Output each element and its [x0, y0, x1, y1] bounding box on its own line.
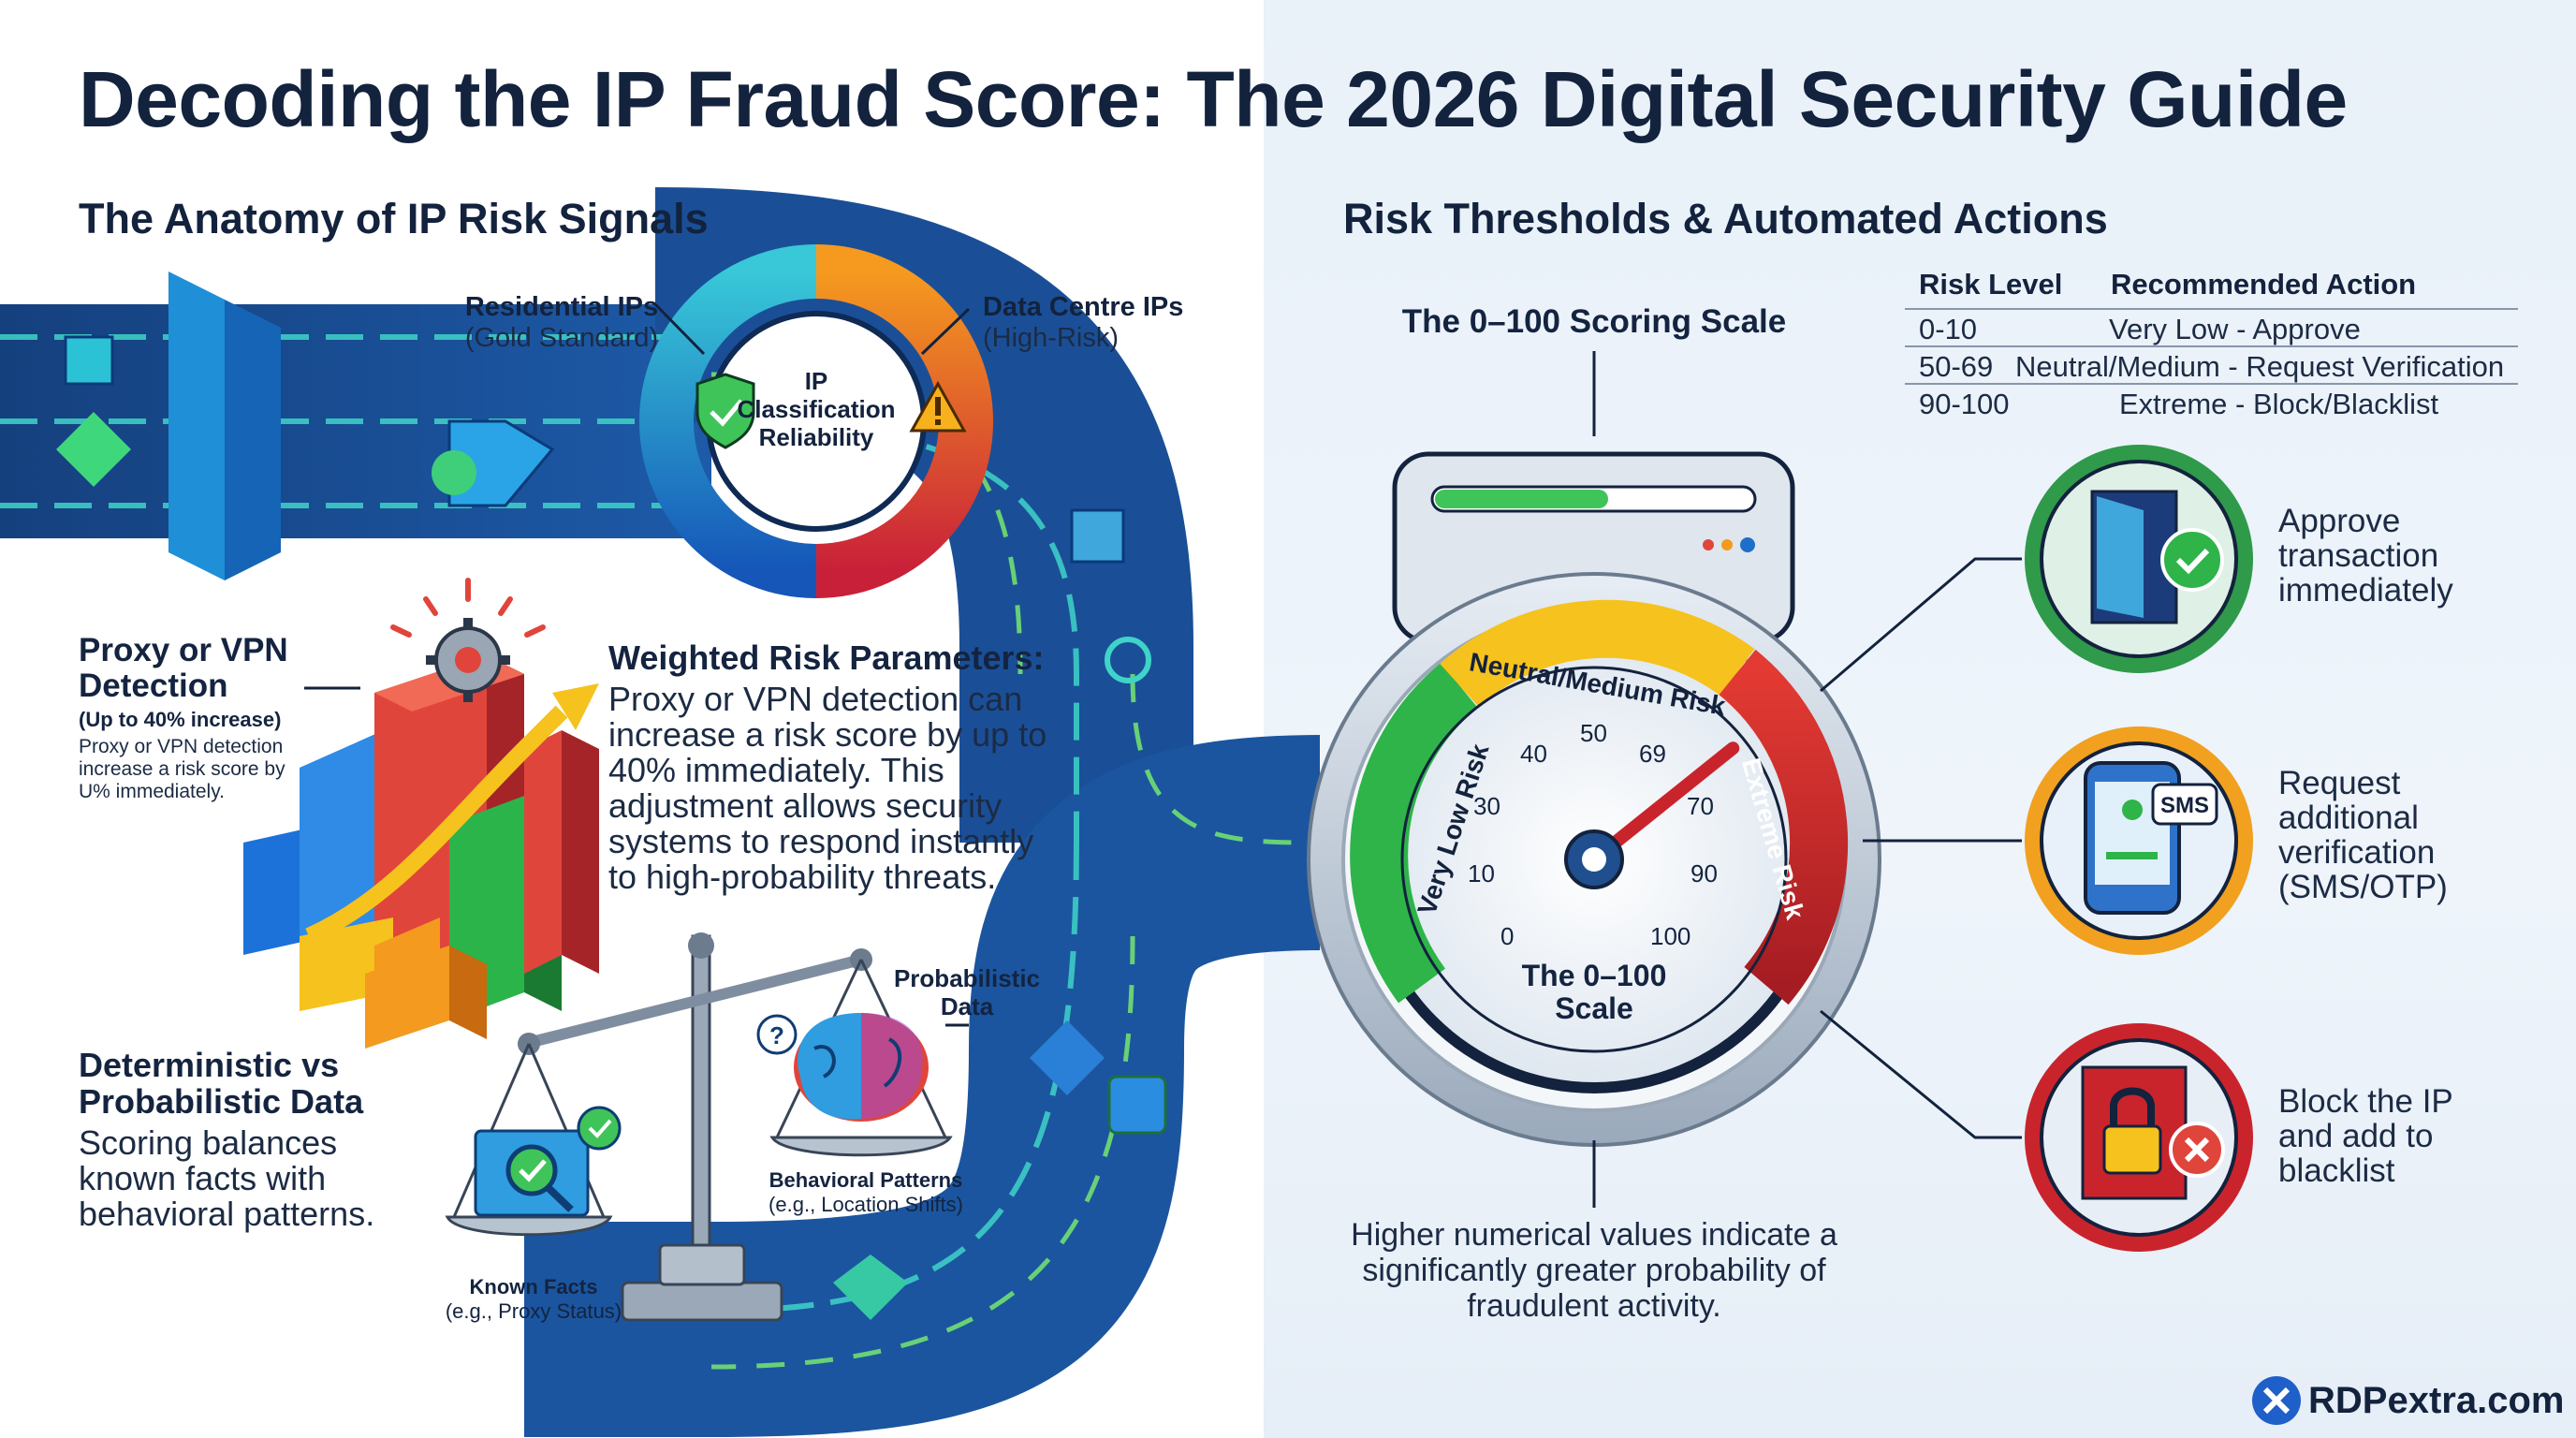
ip-classification-ring: [639, 244, 993, 598]
risk-bars-illustration: [243, 655, 599, 1049]
proxy-title: Proxy or VPN Detection: [79, 632, 288, 704]
gauge-tick-69: 69: [1639, 740, 1666, 768]
action-verify-text: Request additional verification (SMS/OTP…: [2278, 765, 2448, 905]
residential-leader-line: [653, 302, 706, 356]
probabilistic-label: Probabilistic Data: [893, 964, 1041, 1020]
table-row-2-level: 50-69: [1919, 350, 1994, 383]
gauge-center-label: The 0–100 Scale: [1521, 959, 1667, 1025]
balance-scale: [445, 932, 953, 1322]
residential-subtitle: (Gold Standard): [464, 323, 659, 353]
det-prob-body: Scoring balances known facts with behavi…: [79, 1123, 375, 1233]
action-block-text: Block the IP and add to blacklist: [2278, 1083, 2453, 1189]
page-title: Decoding the IP Fraud Score: The 2026 Di…: [79, 55, 2348, 143]
det-prob-title: Deterministic vs Probabilistic Data: [79, 1046, 364, 1121]
gauge-tick-70: 70: [1687, 792, 1714, 820]
table-row-2-action: Neutral/Medium - Request Verification: [2015, 350, 2505, 383]
gauge-tick-40: 40: [1520, 740, 1547, 768]
det-prob-block: Deterministic vs Probabilistic Data Scor…: [79, 1047, 397, 1232]
known-facts-label: Known Facts (e.g., Proxy Status): [421, 1275, 646, 1324]
brand-name: RDPextra.com: [2308, 1380, 2565, 1421]
sms-badge-text: SMS: [2160, 793, 2209, 818]
weighted-title: Weighted Risk Parameters:: [608, 638, 1045, 677]
verify-action-badge: SMS: [2025, 726, 2253, 955]
weighted-block: Weighted Risk Parameters: Proxy or VPN d…: [608, 638, 1048, 895]
shield-check-icon: [695, 373, 755, 449]
gauge-tick-10: 10: [1468, 859, 1495, 888]
gauge-tick-50: 50: [1580, 719, 1607, 747]
residential-title: Residential IPs: [464, 292, 659, 322]
proxy-note: Proxy or VPN detection increase a risk s…: [79, 736, 285, 802]
datacentre-title: Data Centre IPs: [983, 292, 1184, 322]
weighted-body: Proxy or VPN detection can increase a ri…: [608, 680, 1047, 896]
scoring-scale-label: The 0–100 Scoring Scale: [1401, 303, 1787, 340]
datacentre-subtitle: (High-Risk): [983, 323, 1119, 353]
gauge-tick-100: 100: [1650, 922, 1691, 950]
risk-gauge: [1307, 451, 1881, 1147]
proxy-block: Proxy or VPN Detection (Up to 40% increa…: [79, 633, 313, 803]
door-check-icon: [2090, 490, 2224, 624]
gauge-tick-0: 0: [1500, 922, 1515, 950]
phone-sms-icon: SMS: [2084, 761, 2218, 915]
gauge-footnote: Higher numerical values indicate a signi…: [1351, 1217, 1837, 1324]
action-approve-text: Approve transaction immediately: [2278, 503, 2453, 609]
table-rules: [1905, 308, 2518, 385]
right-section-heading: Risk Thresholds & Automated Actions: [1343, 195, 2108, 242]
svg-text:?: ?: [769, 1021, 784, 1049]
gear-icon: [390, 578, 546, 702]
table-row-1-action: Very Low - Approve: [2109, 313, 2361, 345]
table-header-level: Risk Level: [1919, 268, 2063, 301]
known-facts-title: Known Facts: [469, 1275, 598, 1299]
residential-label: Residential IPs (Gold Standard): [449, 292, 674, 354]
padlock-block-icon: [2081, 1065, 2225, 1200]
magnifier-document-icon: [474, 1106, 622, 1217]
warning-triangle-icon: [909, 380, 967, 433]
behavioral-subtitle: (e.g., Location Shifts): [768, 1193, 963, 1216]
table-row-1-level: 0-10: [1919, 313, 1978, 345]
approve-action-badge: [2025, 445, 2253, 673]
known-facts-subtitle: (e.g., Proxy Status): [445, 1299, 622, 1323]
ring-center-label: IP Classification Reliability: [737, 367, 896, 451]
block-action-badge: [2025, 1023, 2253, 1252]
proxy-subtitle: (Up to 40% increase): [79, 708, 282, 731]
brain-icon: ?: [756, 1013, 929, 1122]
datacentre-label: Data Centre IPs (High-Risk): [983, 292, 1183, 354]
gauge-tick-30: 30: [1473, 792, 1500, 820]
action-connectors: [1820, 557, 2022, 1139]
gauge-tick-90: 90: [1690, 859, 1718, 888]
table-header-action: Recommended Action: [2111, 268, 2417, 301]
table-row-3-action: Extreme - Block/Blacklist: [2119, 388, 2439, 420]
table-row-3-level: 90-100: [1919, 388, 2010, 420]
behavioral-label: Behavioral Patterns (e.g., Location Shif…: [739, 1168, 992, 1217]
behavioral-title: Behavioral Patterns: [768, 1168, 963, 1192]
datacentre-leader-line: [920, 307, 971, 356]
rdpextra-logo-icon: [2252, 1376, 2301, 1425]
left-section-heading: The Anatomy of IP Risk Signals: [79, 195, 709, 242]
